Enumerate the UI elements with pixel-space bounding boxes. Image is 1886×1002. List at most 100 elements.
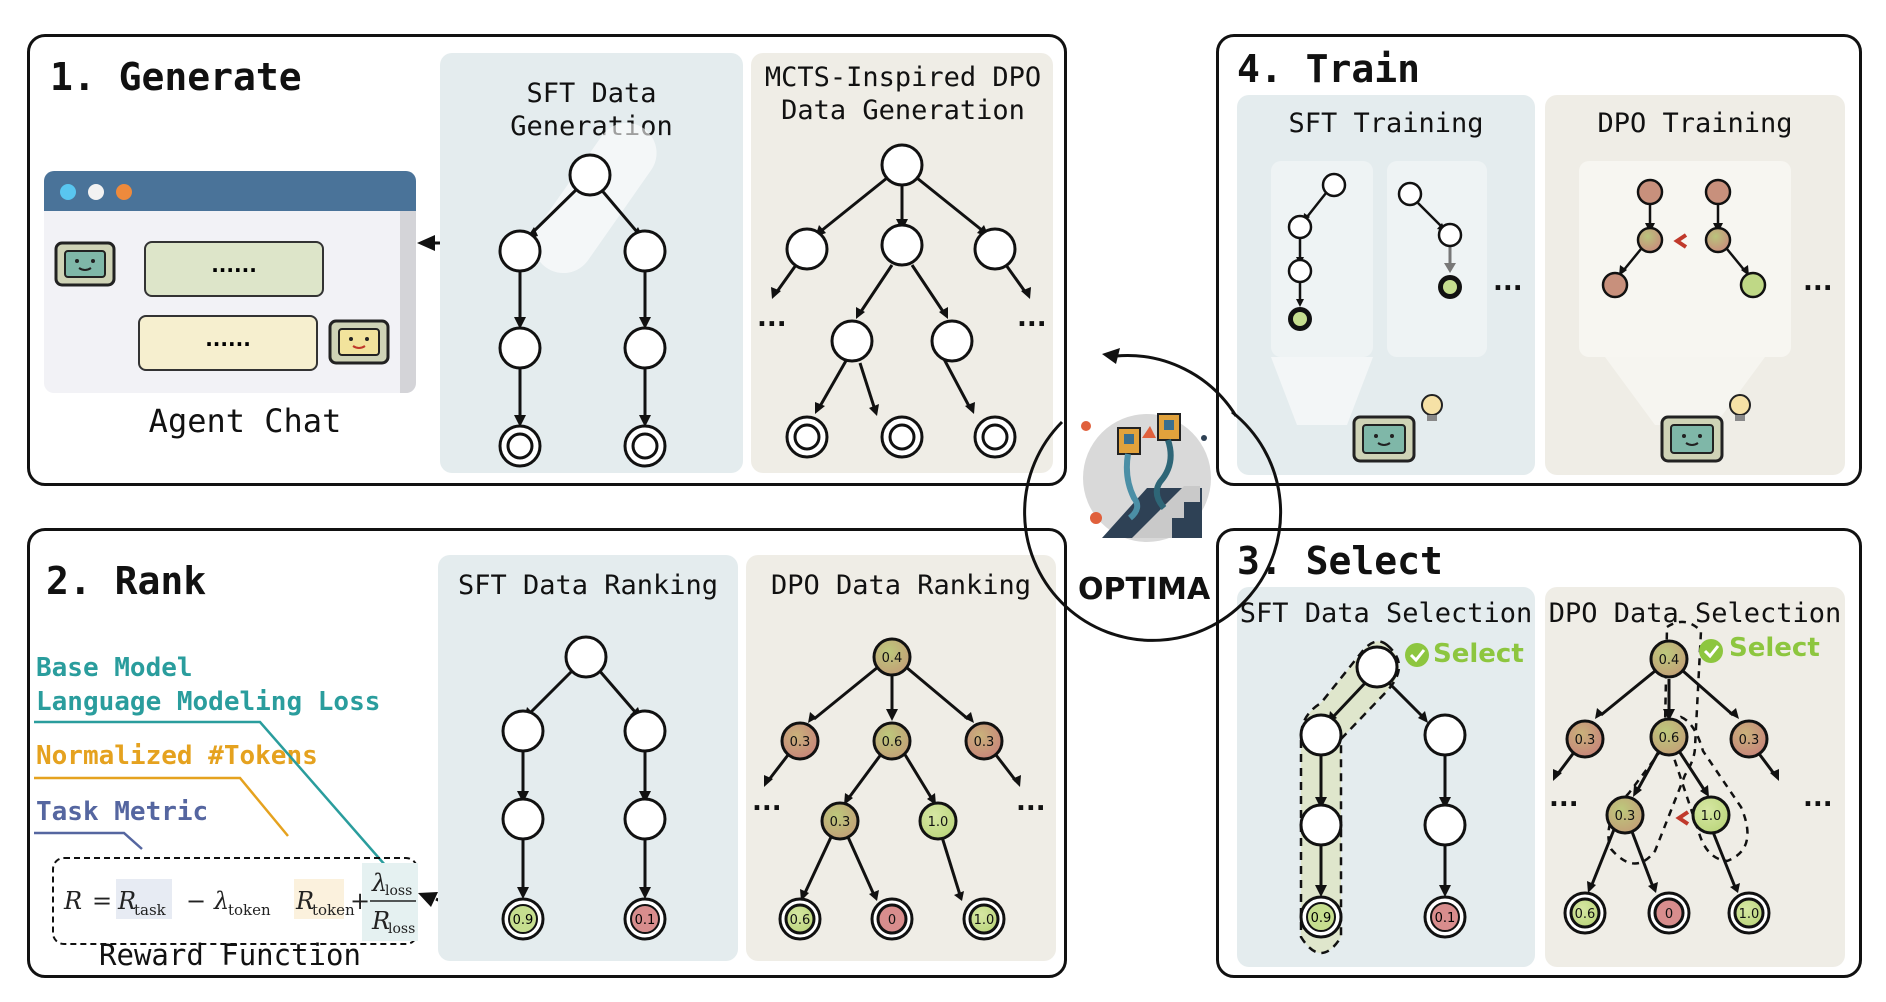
- sft-training-robot-icon: [1352, 394, 1443, 463]
- reward-function-label: Reward Function: [99, 938, 361, 972]
- select-panel: 3. Select SFT Data Selection: [1216, 528, 1862, 978]
- train-panel: 4. Train SFT Training ...: [1216, 34, 1862, 486]
- sft-select-label: Select: [1433, 639, 1524, 669]
- dpo-rank-leaf-a: 0.6: [790, 913, 811, 928]
- svg-text:loss: loss: [385, 883, 412, 899]
- dpo-select-l1-b: 0.6: [1659, 731, 1680, 746]
- dpo-select-l2-a: 0.3: [1615, 809, 1636, 824]
- chat-bubble-agent-2: ......: [138, 315, 318, 371]
- dpo-training-diagram: [1579, 161, 1791, 425]
- agent-chat-window: ...... ......: [44, 171, 416, 393]
- sft-ranking-tree: 0.9 0.1: [501, 635, 667, 941]
- train-title: 4. Train: [1237, 47, 1421, 91]
- svg-text:−: −: [186, 887, 206, 915]
- chat-bubble-agent-1: ......: [144, 241, 324, 297]
- dpo-gen-ellipsis-left: ...: [757, 303, 787, 333]
- generate-title: 1. Generate: [50, 55, 302, 99]
- sft-rank-leaf-2: 0.1: [635, 913, 656, 928]
- sft-selection-panel: SFT Data Selection 0.9 0.: [1237, 587, 1535, 967]
- dpo-rank-leaf-b: 0: [888, 913, 896, 928]
- dpo-select-label: Select: [1729, 633, 1820, 663]
- generate-panel: 1. Generate ...... ...... Agent Chat SFT…: [27, 34, 1067, 486]
- svg-text:token: token: [312, 901, 355, 919]
- sft-generation-panel: SFT Data Generation: [440, 53, 743, 473]
- dpo-ranking-tree: 0.4 0.3 0.6 0.3 0.3 1.0 0.6 0 1.0: [764, 637, 1021, 941]
- dpo-select-l2-b: 1.0: [1701, 809, 1722, 824]
- svg-text:λ: λ: [213, 887, 229, 915]
- legend-connector-lines: [34, 720, 407, 890]
- sft-generation-tree: [498, 122, 667, 468]
- sft-training-diagram: [1271, 161, 1487, 425]
- sft-training-panel: SFT Training ...: [1237, 95, 1535, 475]
- dpo-ranking-label: DPO Data Ranking: [770, 570, 1032, 601]
- window-dot-white: [88, 184, 104, 200]
- agent-robot-icon-left: [54, 241, 116, 287]
- dpo-select-check-icon: [1699, 639, 1723, 663]
- sft-ranking-panel: SFT Data Ranking 0.9 0.1: [438, 555, 738, 961]
- dpo-training-robot-icon: [1660, 394, 1751, 463]
- dpo-selection-panel: DPO Data Selection: [1545, 587, 1845, 967]
- dpo-gen-ellipsis-right: ...: [1017, 303, 1047, 333]
- dpo-rank-l1-b: 0.6: [882, 735, 903, 750]
- dpo-generation-panel: MCTS-Inspired DPO Data Generation: [751, 53, 1053, 473]
- dpo-select-ellipsis-left: ...: [1549, 783, 1579, 813]
- dpo-training-panel: DPO Training ...: [1545, 95, 1845, 475]
- dpo-ranking-panel: DPO Data Ranking: [746, 555, 1056, 961]
- svg-text:=: =: [92, 887, 112, 915]
- dpo-training-label: DPO Training: [1597, 108, 1793, 139]
- rank-panel: 2. Rank Base Model Language Modeling Los…: [27, 528, 1067, 978]
- dpo-rank-root: 0.4: [882, 651, 903, 666]
- optima-logo-illustration: [1081, 413, 1211, 542]
- agent-robot-icon-right: [328, 319, 390, 365]
- legend-tokens: Normalized #Tokens: [36, 741, 318, 771]
- sft-selection-label: SFT Data Selection: [1239, 598, 1533, 629]
- agent-chat-label: Agent Chat: [148, 402, 342, 440]
- svg-text:λ: λ: [371, 869, 387, 897]
- window-scrollbar: [400, 211, 416, 393]
- window-titlebar: [44, 171, 416, 211]
- svg-text:token: token: [228, 901, 271, 919]
- dpo-rank-leaf-c: 1.0: [974, 913, 995, 928]
- optima-label: OPTIMA: [1078, 572, 1211, 607]
- dpo-select-leaf-c: 1.0: [1739, 907, 1760, 922]
- dpo-select-leaf-a: 0.6: [1575, 907, 1596, 922]
- cycle-ring: [1023, 348, 1283, 642]
- svg-text:loss: loss: [388, 921, 415, 937]
- sft-select-check-icon: [1405, 643, 1429, 667]
- svg-text:task: task: [134, 901, 167, 919]
- dpo-rank-l1-a: 0.3: [790, 735, 811, 750]
- svg-text:R: R: [63, 887, 82, 915]
- legend-task-metric: Task Metric: [36, 797, 209, 827]
- window-dot-orange: [116, 184, 132, 200]
- reward-function-box: R = R λ R task token token − + λ R loss …: [52, 857, 418, 945]
- window-dot-blue: [60, 184, 76, 200]
- dpo-training-ellipsis: ...: [1803, 267, 1833, 297]
- dpo-rank-l2-a: 0.3: [830, 815, 851, 830]
- sft-training-ellipsis: ...: [1493, 267, 1523, 297]
- sft-ranking-label: SFT Data Ranking: [457, 570, 719, 601]
- legend-base-model: Base Model: [36, 653, 193, 683]
- sft-generation-label: SFT Data Generation: [510, 78, 673, 142]
- dpo-rank-l2-b: 1.0: [928, 815, 949, 830]
- dpo-select-leaf-b: 0: [1665, 907, 1673, 922]
- legend-lm-loss: Language Modeling Loss: [36, 687, 381, 717]
- sft-select-leaf-1: 0.9: [1311, 911, 1332, 926]
- dpo-rank-l1-c: 0.3: [974, 735, 995, 750]
- dpo-generation-label: MCTS-Inspired DPO Data Generation: [764, 62, 1042, 126]
- dpo-select-l1-c: 0.3: [1739, 733, 1760, 748]
- sft-rank-leaf-1: 0.9: [513, 913, 534, 928]
- svg-text:+: +: [350, 887, 370, 915]
- sft-training-label: SFT Training: [1288, 108, 1484, 139]
- dpo-rank-ellipsis-right: ...: [1016, 787, 1046, 817]
- dpo-selection-tree: 0.4 0.3 0.6 0.3 0.3 1.0 0.6 0 1.0: [1553, 620, 1779, 935]
- rank-title: 2. Rank: [46, 559, 207, 603]
- svg-text:R: R: [117, 887, 136, 915]
- dpo-generation-tree: [771, 143, 1031, 459]
- dpo-select-ellipsis-right: ...: [1803, 783, 1833, 813]
- dpo-select-root: 0.4: [1659, 653, 1680, 668]
- dpo-select-l1-a: 0.3: [1575, 733, 1596, 748]
- reward-formula: R = R λ R task token token − + λ R loss …: [63, 863, 418, 941]
- sft-select-leaf-2: 0.1: [1435, 911, 1456, 926]
- dpo-selection-label: DPO Data Selection: [1548, 598, 1842, 629]
- svg-text:R: R: [295, 887, 314, 915]
